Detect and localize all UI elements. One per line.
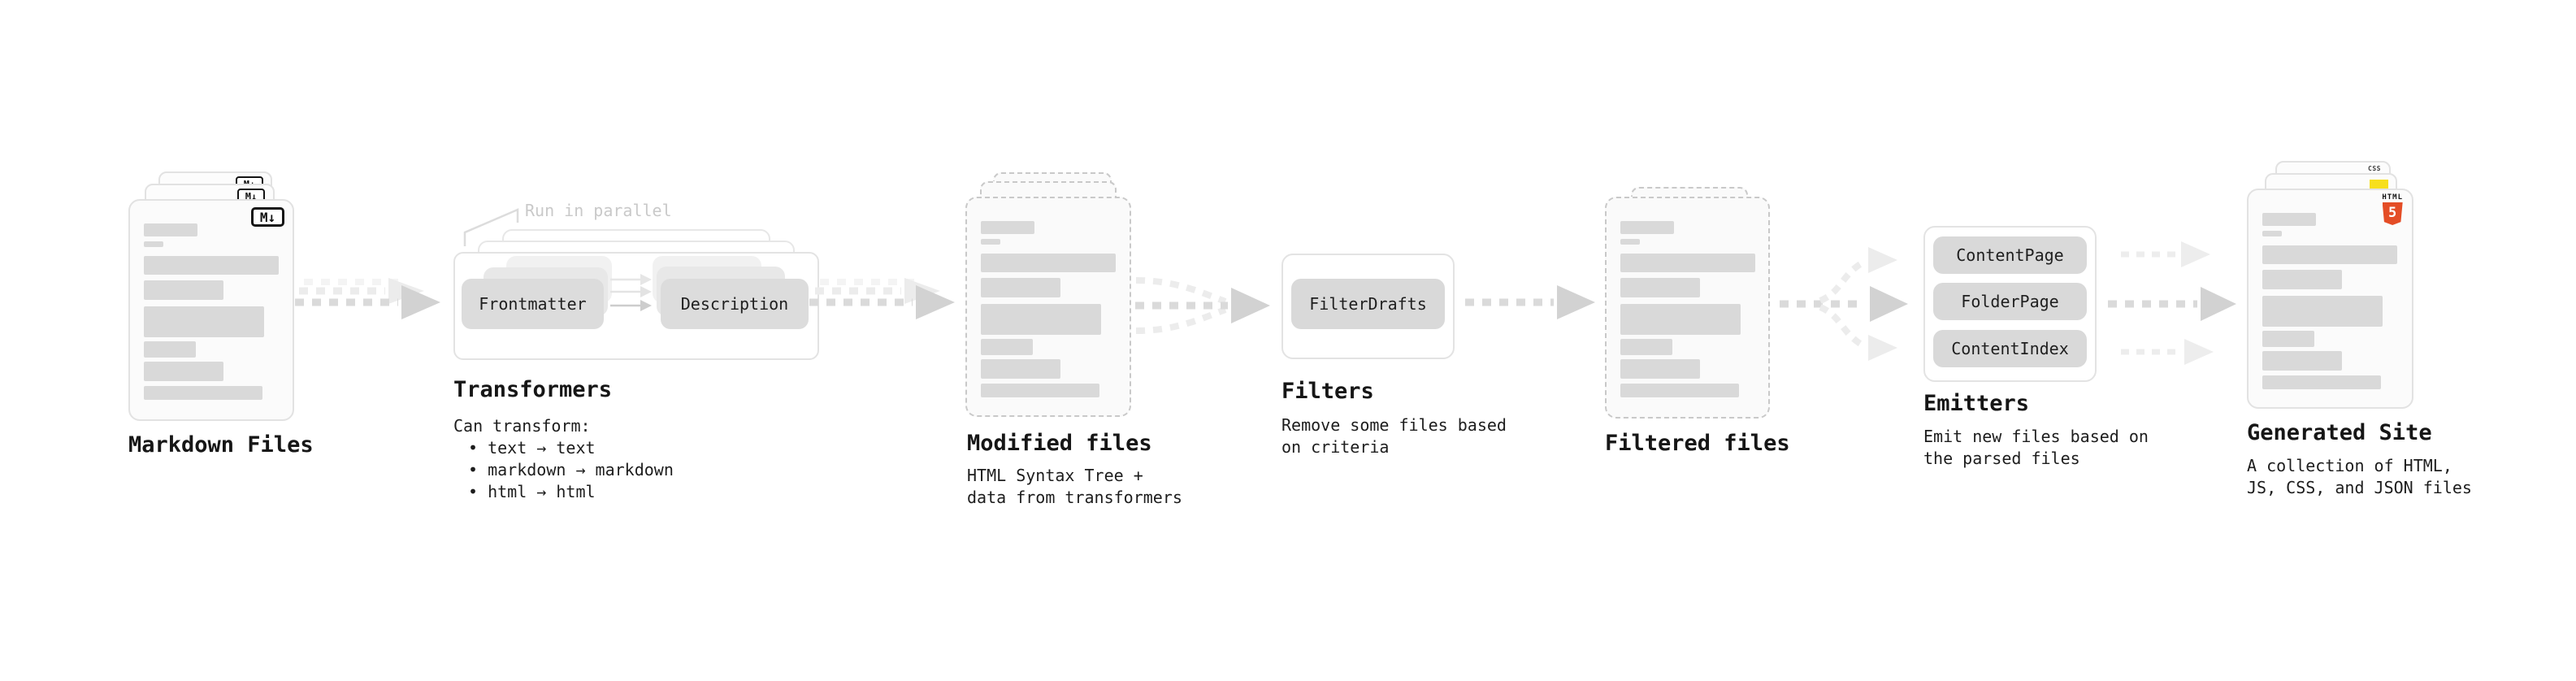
generated-html-card: HTML 5: [2247, 189, 2413, 409]
transformer-frontmatter-pill: Frontmatter: [462, 279, 604, 329]
transformers-bullet: • markdown → markdown: [468, 460, 674, 479]
placeholder-text-bar: [981, 254, 1116, 272]
placeholder-text-bar: [144, 306, 264, 337]
placeholder-text-bar: [1620, 304, 1741, 335]
placeholder-text-bar: [144, 362, 223, 381]
flow-arrow-emitter-bottom: [2121, 339, 2214, 365]
flow-arrow-merge-to-filters: [1135, 277, 1270, 334]
emitter-folder-page-pill: FolderPage: [1933, 283, 2087, 320]
placeholder-text-bar: [144, 241, 163, 247]
html5-word: HTML: [2382, 193, 2403, 202]
markdown-badge-text: M↓: [259, 209, 276, 225]
generated-site-desc-line: JS, CSS, and JSON files: [2247, 478, 2472, 497]
html5-five: 5: [2388, 204, 2397, 221]
emitters-desc-line: Emit new files based on: [1923, 427, 2149, 446]
placeholder-text-bar: [144, 223, 197, 236]
transformers-desc-heading: Can transform:: [453, 416, 591, 436]
filter-drafts-pill: FilterDrafts: [1291, 279, 1445, 329]
placeholder-text-bar: [2262, 213, 2316, 226]
folder-page-label: FolderPage: [1961, 292, 2059, 311]
placeholder-text-bar: [144, 280, 223, 300]
flow-arrow-filters-to-filtered: [1465, 285, 1595, 319]
emitter-content-page-pill: ContentPage: [1933, 236, 2087, 274]
placeholder-text-bar: [144, 341, 196, 358]
html5-shield: 5: [2382, 202, 2403, 225]
transformer-description-pill: Description: [661, 279, 809, 329]
filtered-files-label: Filtered files: [1605, 431, 1790, 456]
flow-arrow-markdown-to-transformers: [295, 285, 440, 319]
filters-desc-line: on criteria: [1281, 437, 1390, 457]
flow-arrow-split-to-emitters: [1780, 247, 1908, 361]
placeholder-text-bar: [981, 384, 1099, 397]
markdown-icon: M↓: [251, 207, 284, 227]
placeholder-text-bar: [2262, 245, 2397, 264]
document-content-bars: [1607, 198, 1768, 417]
placeholder-text-bar: [981, 359, 1060, 379]
markdown-file-card: M↓: [128, 199, 294, 421]
content-page-label: ContentPage: [1956, 245, 2064, 265]
filters-label: Filters: [1281, 379, 1374, 404]
annotation-callout-line: [463, 208, 519, 246]
placeholder-text-bar: [144, 256, 279, 275]
flow-arrow-transformers-to-modified: [809, 285, 955, 319]
placeholder-text-bar: [2262, 331, 2314, 347]
placeholder-text-bar: [1620, 339, 1672, 355]
modified-file-card: [965, 197, 1131, 417]
generated-site-label: Generated Site: [2247, 420, 2432, 445]
generated-site-desc-line: A collection of HTML,: [2247, 456, 2452, 475]
content-index-label: ContentIndex: [1951, 339, 2069, 358]
placeholder-text-bar: [981, 339, 1033, 355]
html5-icon: HTML 5: [2382, 194, 2403, 225]
markdown-files-label: Markdown Files: [128, 432, 314, 458]
placeholder-text-bar: [2262, 351, 2342, 371]
transformers-label: Transformers: [453, 377, 613, 402]
transformers-bullet: • html → html: [468, 482, 596, 501]
flow-arrow-emitter-top: [2121, 241, 2210, 267]
placeholder-text-bar: [1620, 278, 1700, 297]
document-content-bars: [130, 201, 293, 419]
filter-drafts-label: FilterDrafts: [1309, 294, 1427, 314]
modified-files-desc-line: HTML Syntax Tree +: [967, 466, 1143, 485]
placeholder-text-bar: [1620, 359, 1700, 379]
filters-desc-line: Remove some files based: [1281, 415, 1507, 435]
placeholder-text-bar: [2262, 270, 2342, 289]
modified-files-desc-line: data from transformers: [967, 488, 1182, 507]
css-badge-text: CSS: [2368, 165, 2381, 172]
placeholder-text-bar: [1620, 254, 1755, 272]
flow-arrow-emitter-middle: [2108, 287, 2236, 321]
placeholder-text-bar: [144, 386, 262, 400]
placeholder-text-bar: [2262, 231, 2282, 236]
placeholder-text-bar: [2262, 296, 2383, 327]
frontmatter-label: Frontmatter: [479, 294, 587, 314]
document-content-bars: [967, 198, 1130, 415]
placeholder-text-bar: [981, 239, 1000, 245]
pill-connector-arrows: [610, 274, 652, 311]
document-content-bars: [2249, 190, 2412, 407]
placeholder-text-bar: [1620, 384, 1739, 397]
description-label: Description: [680, 294, 789, 314]
placeholder-text-bar: [981, 304, 1101, 335]
run-in-parallel-annotation: Run in parallel: [525, 201, 672, 220]
placeholder-text-bar: [1620, 221, 1674, 234]
filtered-file-card: [1605, 197, 1770, 419]
placeholder-text-bar: [2262, 375, 2381, 389]
emitters-label: Emitters: [1923, 391, 2030, 416]
emitter-content-index-pill: ContentIndex: [1933, 330, 2087, 367]
transformers-bullet: • text → text: [468, 438, 596, 458]
emitters-desc-line: the parsed files: [1923, 449, 2080, 468]
placeholder-text-bar: [981, 221, 1034, 234]
js-icon: [2370, 180, 2388, 190]
placeholder-text-bar: [981, 278, 1060, 297]
placeholder-text-bar: [1620, 239, 1640, 245]
modified-files-label: Modified files: [967, 431, 1152, 456]
